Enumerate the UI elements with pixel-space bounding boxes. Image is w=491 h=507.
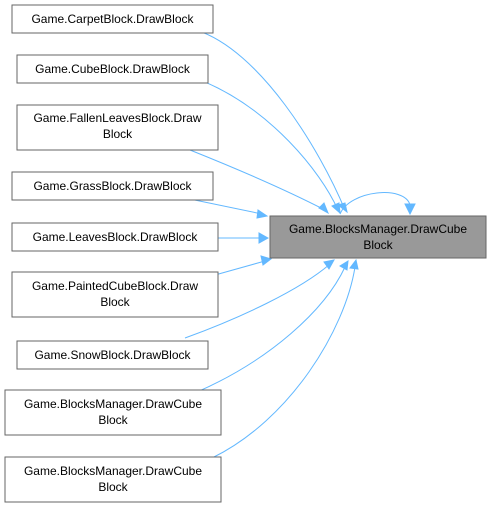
edge-grass-to-target <box>184 197 263 215</box>
caller-node-blocksmanager-2[interactable]: Game.BlocksManager.DrawCube Block <box>4 456 222 503</box>
caller-node-label: Block <box>98 413 128 427</box>
target-node-label: Game.BlocksManager.DrawCube <box>289 222 467 236</box>
edge-snow-to-target <box>184 263 331 339</box>
arrowhead-icon <box>336 202 348 214</box>
caller-node-fallenleaves[interactable]: Game.FallenLeavesBlock.Draw Block <box>16 104 219 151</box>
caller-node-label: Game.FallenLeavesBlock.Draw <box>33 111 201 125</box>
caller-node-snow[interactable]: Game.SnowBlock.DrawBlock <box>16 340 209 370</box>
arrowhead-icon <box>323 259 335 270</box>
caller-node-label: Game.CarpetBlock.DrawBlock <box>31 12 194 26</box>
arrowhead-icon <box>258 232 270 244</box>
caller-node-label: Game.SnowBlock.DrawBlock <box>34 348 191 362</box>
caller-node-leaves[interactable]: Game.LeavesBlock.DrawBlock <box>11 222 219 252</box>
caller-node-cube[interactable]: Game.CubeBlock.DrawBlock <box>16 54 209 84</box>
edge-blocksmanager2-to-target <box>211 266 356 459</box>
caller-node-label: Game.BlocksManager.DrawCube <box>24 397 202 411</box>
caller-node-carpet[interactable]: Game.CarpetBlock.DrawBlock <box>11 4 214 34</box>
caller-node-label: Game.LeavesBlock.DrawBlock <box>33 230 199 244</box>
edges <box>184 29 416 459</box>
caller-node-label: Game.CubeBlock.DrawBlock <box>35 62 191 76</box>
caller-node-paintedcube[interactable]: Game.PaintedCubeBlock.Draw Block <box>11 271 219 318</box>
target-node-label: Block <box>363 238 393 252</box>
caller-node-label: Game.PaintedCubeBlock.Draw <box>32 279 198 293</box>
edge-blocksmanager1-to-target <box>196 266 346 393</box>
caller-node-label: Game.GrassBlock.DrawBlock <box>33 179 192 193</box>
edge-cube-to-target <box>204 81 339 211</box>
caller-node-label: Block <box>98 480 128 494</box>
arrowhead-icon <box>339 260 349 271</box>
arrowhead-icon <box>256 209 269 219</box>
target-node-drawcubeblock[interactable]: Game.BlocksManager.DrawCube Block <box>269 215 487 259</box>
caller-node-blocksmanager-1[interactable]: Game.BlocksManager.DrawCube Block <box>4 389 222 436</box>
caller-node-label: Block <box>103 127 133 141</box>
caller-node-label: Game.BlocksManager.DrawCube <box>24 464 202 478</box>
arrowhead-icon <box>318 202 329 215</box>
arrowhead-icon <box>331 202 341 215</box>
edge-paintedcube-to-target <box>214 260 266 276</box>
edge-carpet-to-target <box>195 29 346 211</box>
arrowhead-icon <box>349 258 359 270</box>
edge-self-loop <box>339 192 411 215</box>
arrowhead-icon <box>404 203 416 216</box>
edge-fallenleaves-to-target <box>189 149 326 211</box>
caller-node-label: Block <box>100 295 130 309</box>
arrowhead-icon <box>260 255 273 266</box>
caller-node-grass[interactable]: Game.GrassBlock.DrawBlock <box>11 171 214 201</box>
